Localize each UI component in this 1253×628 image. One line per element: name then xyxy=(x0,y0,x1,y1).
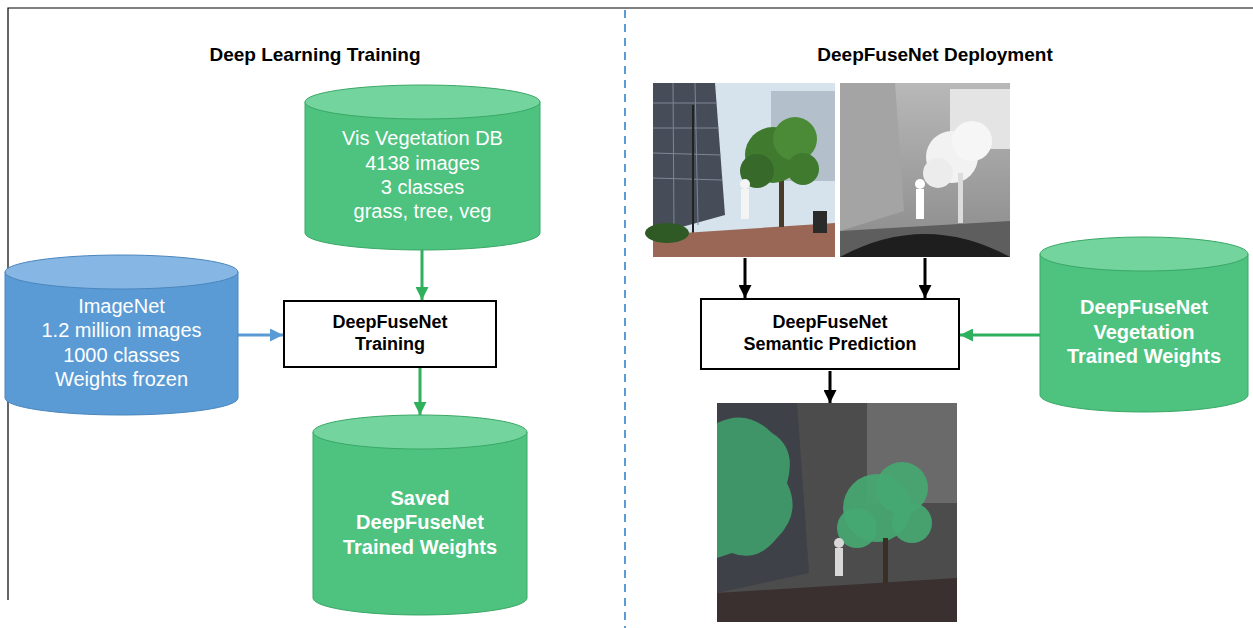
node-text: 4138 images xyxy=(365,151,480,175)
node-text: 1000 classes xyxy=(63,343,180,367)
process-box: DeepFuseNet Semantic Prediction xyxy=(700,298,960,370)
node-text: grass, tree, veg xyxy=(354,199,492,223)
flow-arrow xyxy=(419,368,422,415)
divider-line xyxy=(624,10,626,628)
flow-arrow xyxy=(238,334,283,337)
database-cylinder: ImageNet1.2 million images1000 classesWe… xyxy=(5,255,238,415)
output-arrow xyxy=(829,371,832,403)
cylinder-top xyxy=(5,255,238,289)
node-text: 1.2 million images xyxy=(41,318,201,342)
process-box: DeepFuseNet Training xyxy=(283,300,497,368)
cylinder-body xyxy=(305,102,540,250)
box-border xyxy=(701,299,959,369)
database-cylinder: Vis Vegetation DB4138 images3 classesgra… xyxy=(305,85,540,250)
node-text: 3 classes xyxy=(381,175,464,199)
cylinder-body xyxy=(1040,254,1248,412)
box-border xyxy=(284,301,496,367)
section-heading: DeepFuseNet Deployment xyxy=(817,44,1052,66)
node-text: DeepFuseNet Semantic Prediction xyxy=(735,312,925,356)
weights-cylinder: Saved DeepFuseNet Trained Weights xyxy=(313,415,527,615)
node-text: Weights frozen xyxy=(55,367,188,391)
section-heading: Deep Learning Training xyxy=(209,44,420,66)
node-text: Saved DeepFuseNet Trained Weights xyxy=(338,486,503,559)
flow-arrow xyxy=(421,250,424,300)
node-text: ImageNet xyxy=(78,294,165,318)
cylinder-body xyxy=(313,432,527,615)
flow-arrow xyxy=(960,334,1040,337)
segmentation-output xyxy=(717,403,957,622)
cylinder-top xyxy=(313,415,527,449)
cylinder-body xyxy=(5,272,238,415)
node-text: Vis Vegetation DB xyxy=(342,126,503,150)
weights-cylinder: DeepFuseNet Vegetation Trained Weights xyxy=(1040,237,1248,412)
input-arrow xyxy=(744,258,747,298)
thermal-photo xyxy=(840,83,1010,257)
cylinder-top xyxy=(1040,237,1248,271)
input-arrow xyxy=(924,258,927,298)
visible-photo xyxy=(645,83,835,257)
node-text: DeepFuseNet Vegetation Trained Weights xyxy=(1062,295,1227,368)
cylinder-top xyxy=(305,85,540,119)
node-text: DeepFuseNet Training xyxy=(325,312,455,356)
